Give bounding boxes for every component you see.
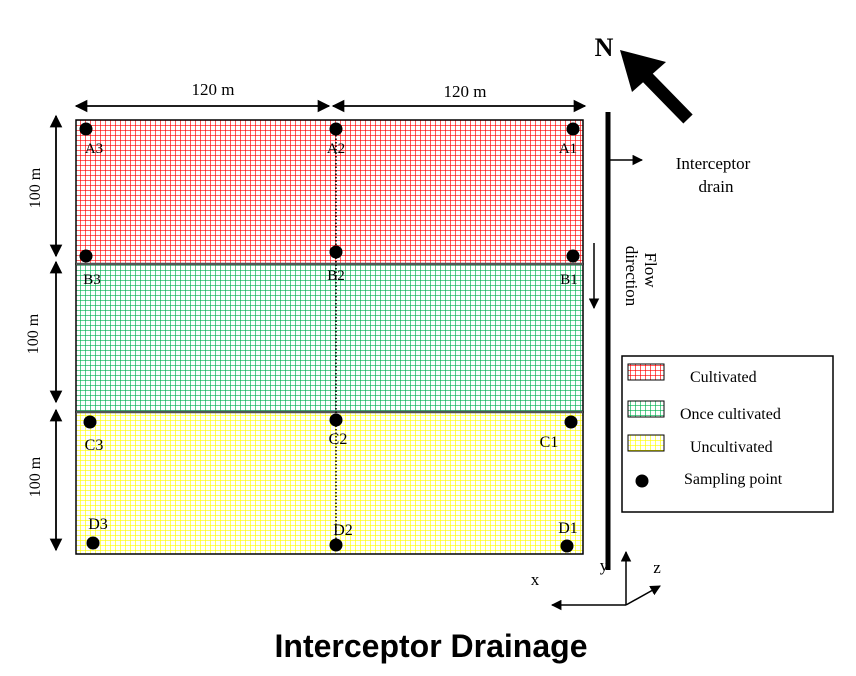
sampling-point-marker [329, 122, 343, 136]
flow-label-line1: Flow [641, 253, 660, 289]
dimension-label-height-bottom: 100 m [27, 456, 44, 497]
zone-once-cultivated [75, 263, 584, 413]
sampling-point-marker [86, 536, 100, 550]
dimension-label-width-left: 120 m [192, 80, 235, 99]
sampling-point-marker [564, 415, 578, 429]
zone-uncultivated [75, 411, 584, 555]
sampling-point-marker [79, 249, 93, 263]
point-label-d3: D3 [88, 516, 108, 533]
point-label-b2: B2 [327, 268, 345, 284]
sampling-point-marker [329, 538, 343, 552]
sampling-point-marker [83, 415, 97, 429]
zone-cultivated [75, 119, 584, 265]
drain-label-line2: drain [699, 177, 734, 196]
axis-x-label: x [531, 570, 540, 589]
sampling-points [79, 122, 580, 553]
legend-swatch-once-cultivated [627, 400, 665, 418]
axis-z-label: z [653, 558, 661, 577]
point-label-c2: C2 [329, 431, 348, 448]
legend-label-once-cultivated: Once cultivated [680, 406, 781, 423]
sampling-point-marker [566, 122, 580, 136]
axis-y-label: y [600, 556, 609, 575]
legend-label-sampling-point: Sampling point [684, 471, 783, 488]
point-label-c3: C3 [85, 437, 104, 454]
axis-z-arrow [625, 585, 661, 606]
dimension-label-height-middle: 100 m [25, 313, 42, 354]
diagram-caption: Interceptor Drainage [275, 628, 588, 664]
sampling-point-marker [566, 249, 580, 263]
sampling-point-marker [329, 413, 343, 427]
point-label-d2: D2 [333, 522, 353, 539]
drain-label-line1: Interceptor [676, 154, 751, 173]
north-arrow-icon [620, 50, 693, 124]
dimension-label-width-right: 120 m [444, 82, 487, 101]
point-label-c1: C1 [540, 434, 559, 451]
legend-sampling-point-marker [635, 474, 649, 488]
compass-label: N [595, 33, 614, 62]
point-label-a2: A2 [327, 141, 345, 157]
point-label-d1: D1 [558, 520, 578, 537]
legend: Cultivated Once cultivated Uncultivated … [621, 355, 834, 513]
legend-label-cultivated: Cultivated [690, 369, 757, 386]
flow-label-line2: direction [622, 246, 641, 307]
legend-label-uncultivated: Uncultivated [690, 439, 773, 456]
legend-box [621, 355, 834, 513]
point-label-a1: A1 [559, 141, 577, 157]
legend-swatch-cultivated [627, 363, 665, 381]
point-label-b1: B1 [560, 272, 578, 288]
point-label-a3: A3 [85, 141, 103, 157]
sampling-point-marker [79, 122, 93, 136]
legend-swatch-uncultivated [627, 434, 665, 452]
dimension-label-height-top: 100 m [27, 167, 44, 208]
point-label-b3: B3 [83, 272, 101, 288]
sampling-point-marker [560, 539, 574, 553]
sampling-point-marker [329, 245, 343, 259]
axes-triad: x y z [531, 550, 661, 611]
